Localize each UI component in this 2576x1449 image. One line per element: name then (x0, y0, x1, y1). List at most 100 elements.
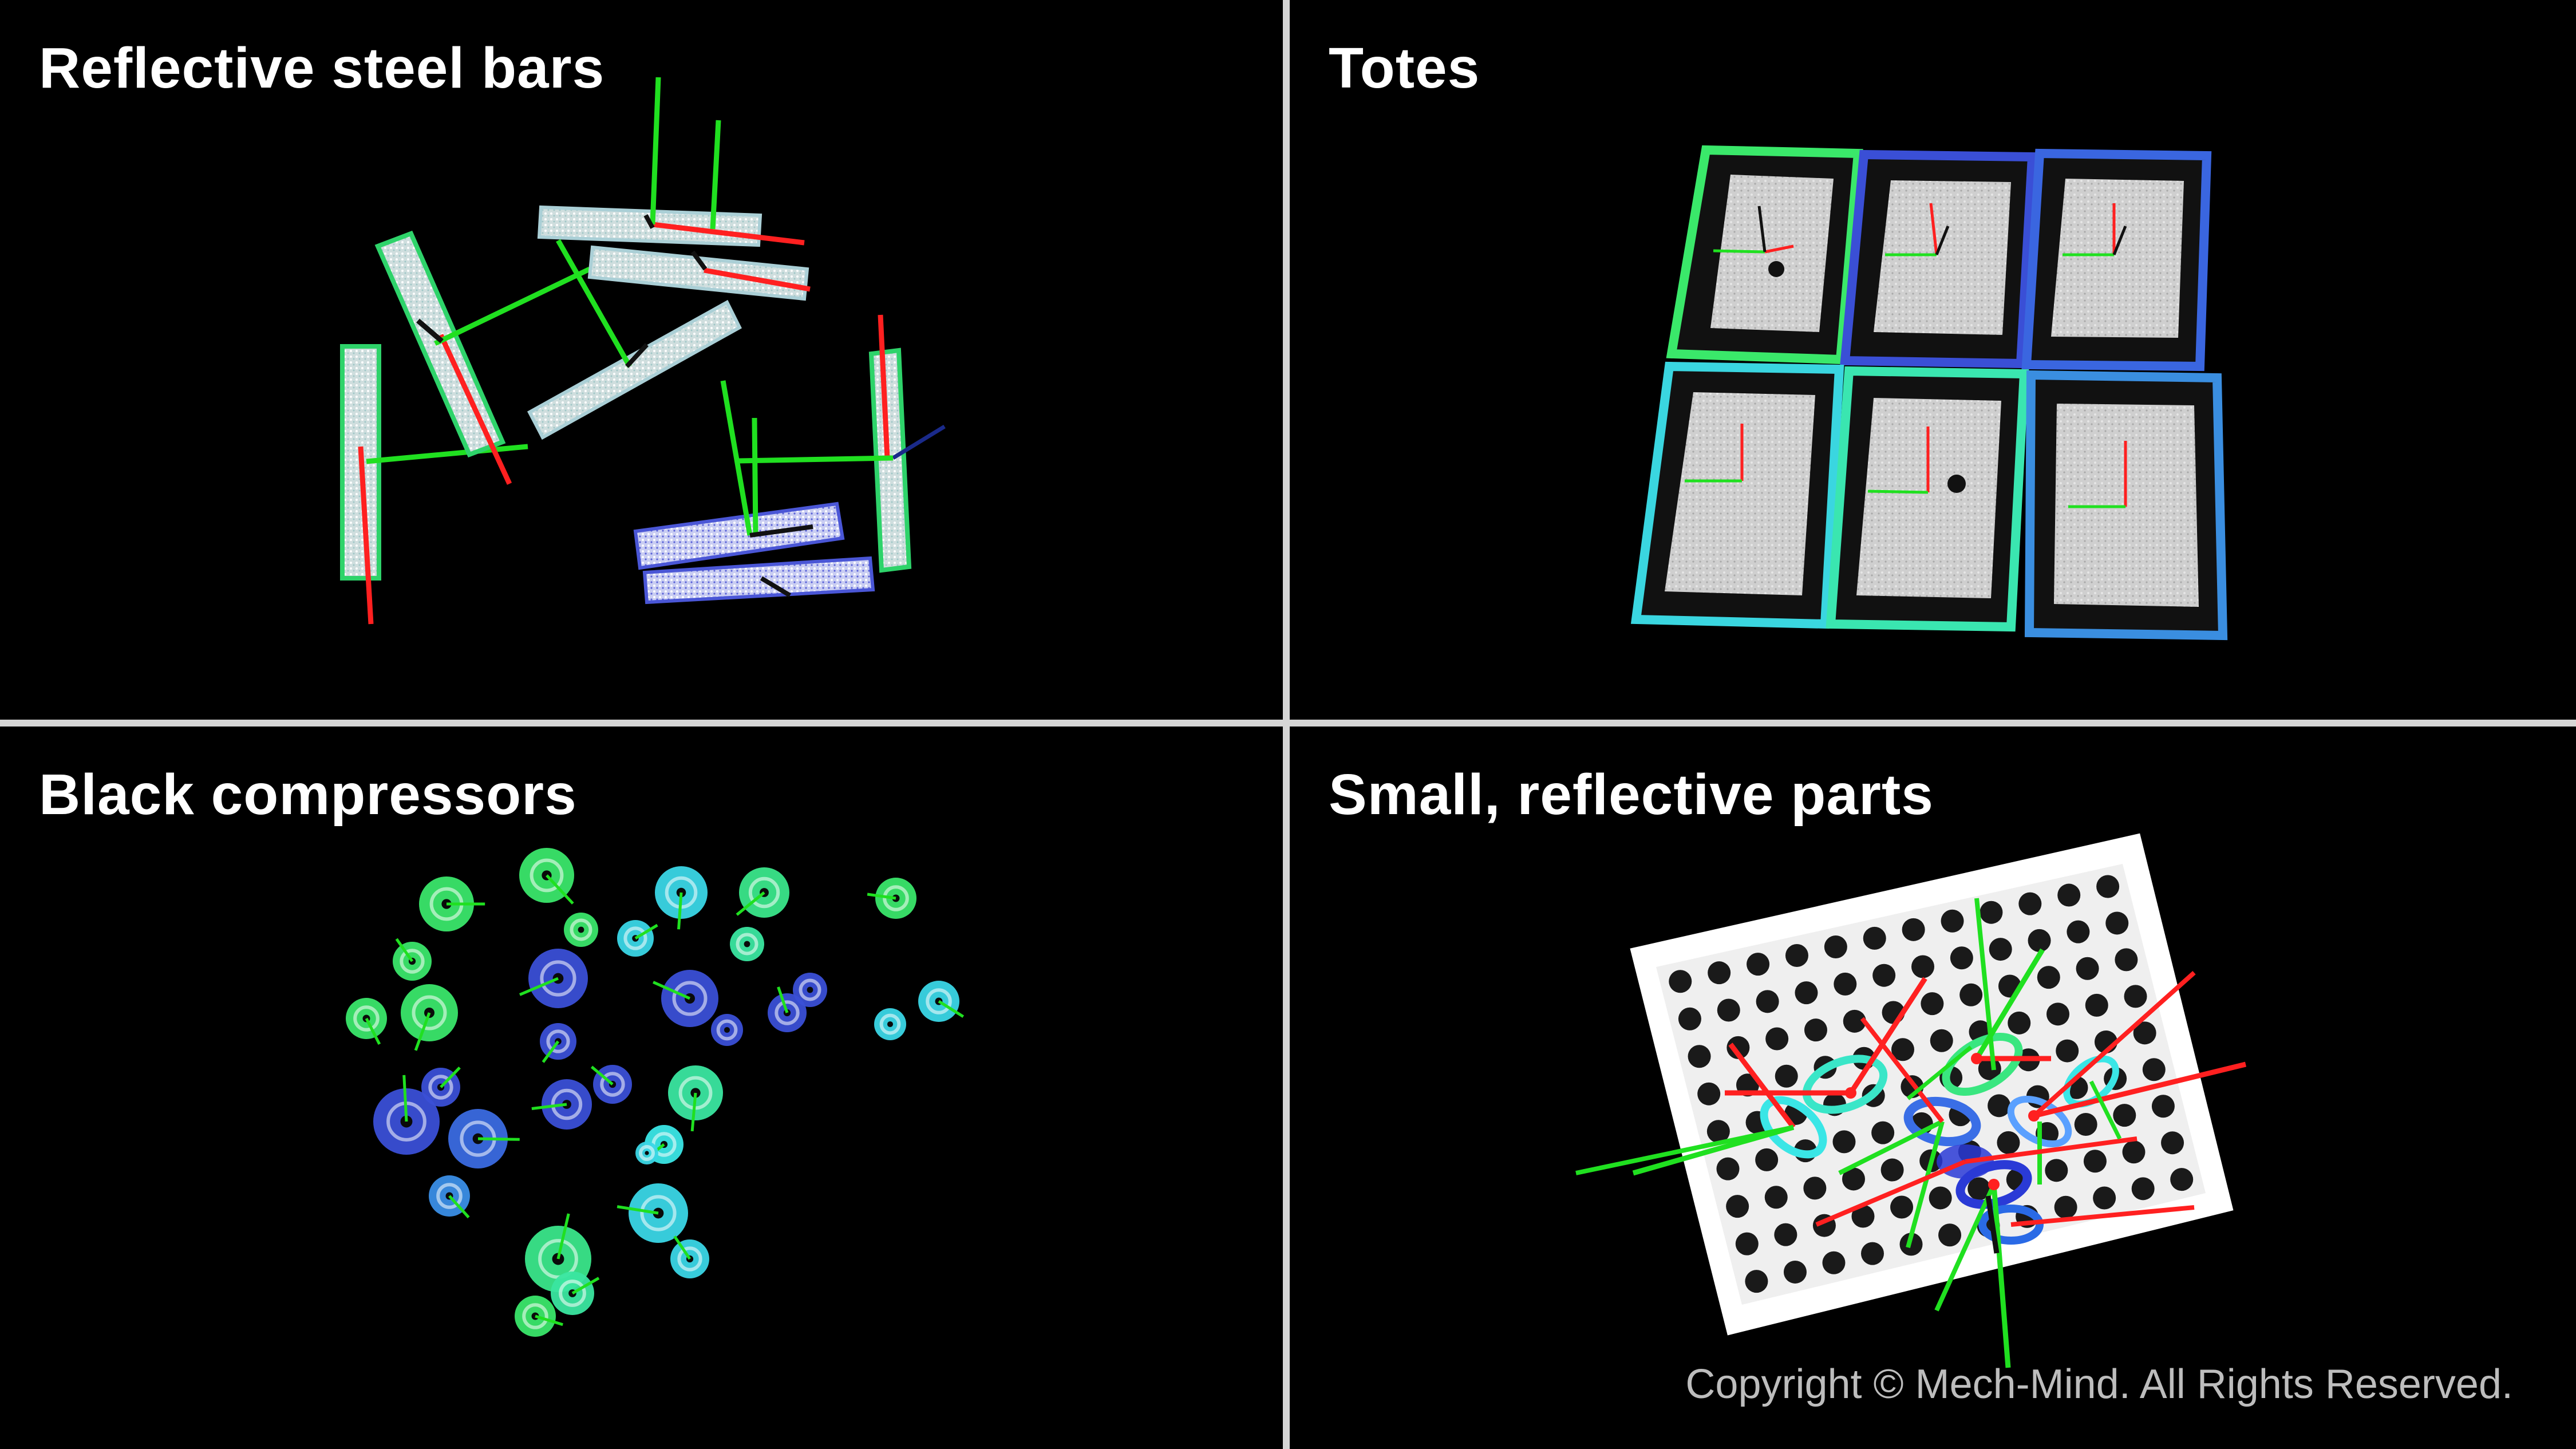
compressor (793, 973, 827, 1007)
compressor (668, 1065, 723, 1132)
compressor (918, 981, 965, 1022)
bin-hole (1697, 1082, 1721, 1105)
bin-hole (2056, 1039, 2079, 1063)
compressor-group (346, 848, 965, 1337)
bin-hole (2170, 1168, 2194, 1191)
bin-hole (2093, 1186, 2116, 1210)
bin-hole (1735, 1232, 1759, 1255)
steel-bars-point-cloud (340, 77, 946, 625)
bin-hole (1669, 970, 1692, 993)
bin-hole (2133, 1021, 2156, 1045)
bin-hole (1803, 1176, 1827, 1200)
bin-hole (2083, 1150, 2107, 1173)
bin-hole (2057, 883, 2081, 907)
tote (2021, 148, 2212, 372)
bin-hole (1988, 1094, 2011, 1118)
compressor (515, 1296, 563, 1337)
panel-title-totes: Totes (1329, 36, 1480, 100)
totes-point-cloud (1630, 145, 2228, 641)
compressor (551, 1272, 600, 1315)
bin-hole (1950, 946, 1973, 970)
compressor (867, 878, 916, 919)
bin-hole (1851, 1205, 1875, 1228)
bin-hole (1980, 901, 2003, 924)
bin-hole (1765, 1027, 1789, 1051)
bin-hole (1755, 1148, 1779, 1171)
bin-hole (1795, 981, 1818, 1005)
bin-hole (2161, 1131, 2184, 1155)
compressor (540, 1023, 576, 1063)
compressor (670, 1235, 709, 1278)
bin-hole (1880, 1158, 1904, 1182)
grasp-pose-axes (1575, 898, 2247, 1368)
compressor (874, 1008, 906, 1040)
bin-hole (2105, 911, 2129, 935)
bin-hole (1911, 955, 1935, 978)
compressor (346, 998, 387, 1045)
steel-bar (527, 239, 742, 440)
compressor (519, 949, 588, 1008)
compressor (448, 1109, 520, 1168)
bin-hole (1745, 1270, 1768, 1293)
bin-hole (1822, 1251, 1846, 1274)
bin-hole (2124, 985, 2147, 1008)
compressor (519, 848, 574, 905)
steel-bar (340, 344, 528, 625)
bin-hole (1967, 1177, 1991, 1201)
bin-hole (2046, 1002, 2070, 1026)
bin-hole (1843, 1009, 1866, 1033)
compressor (393, 938, 432, 981)
bin-hole (1688, 1045, 1711, 1068)
compressor (768, 986, 807, 1032)
bin-hole (1706, 1120, 1730, 1143)
steel-bar (738, 314, 946, 573)
bin-hole (1834, 972, 1857, 996)
compressor (419, 876, 485, 931)
compressor (617, 1183, 688, 1243)
steel-bar (633, 380, 845, 570)
bin-hole (2045, 1159, 2068, 1182)
compressor (421, 1067, 461, 1107)
bin-hole (1891, 1038, 1914, 1061)
bin-hole (2142, 1058, 2166, 1081)
steel-bar (642, 556, 875, 605)
bin-hole (1764, 1186, 1788, 1209)
compressor (736, 867, 789, 918)
bin-hole (2115, 948, 2138, 972)
compressor (373, 1075, 440, 1155)
tote (1630, 361, 1844, 629)
compressor (429, 1175, 470, 1219)
bin-hole (2028, 929, 2051, 952)
bin-hole (1783, 1260, 1807, 1284)
bin-hole (2054, 1195, 2077, 1219)
bin-hole (1842, 1167, 1865, 1191)
compressors-point-cloud (346, 848, 965, 1337)
bin-hole (2131, 1177, 2155, 1201)
bin-hole (2122, 1140, 2146, 1164)
compressor (653, 970, 718, 1027)
tote (1666, 145, 1863, 365)
bin-hole (1902, 918, 1925, 941)
bin-hole (1774, 1223, 1797, 1246)
bin-hole (1716, 1157, 1740, 1180)
bin-hole (1824, 935, 1847, 958)
bin-hole (1941, 909, 1964, 933)
compressor (635, 1142, 658, 1164)
bin-hole (1756, 990, 1779, 1013)
bin-hole (1832, 1130, 1856, 1154)
bin-hole (1929, 1186, 1952, 1210)
bin-hole (1804, 1018, 1827, 1042)
bin-hole (1678, 1007, 1701, 1031)
compressor (711, 1014, 743, 1046)
bin-hole (1959, 983, 1983, 1006)
panel-small-parts: Small, reflective parts (1290, 727, 2576, 1449)
panel-compressors: Black compressors (0, 727, 1283, 1449)
compressor (617, 920, 658, 957)
bin-hole (1747, 953, 1770, 976)
compressor (730, 927, 764, 961)
divider-horizontal (0, 720, 2576, 727)
bin-hole (2113, 1104, 2136, 1127)
bin-hole (1890, 1195, 1914, 1219)
copyright-notice: Copyright © Mech-Mind. All Rights Reserv… (1685, 1361, 2513, 1407)
compressor (401, 984, 458, 1051)
